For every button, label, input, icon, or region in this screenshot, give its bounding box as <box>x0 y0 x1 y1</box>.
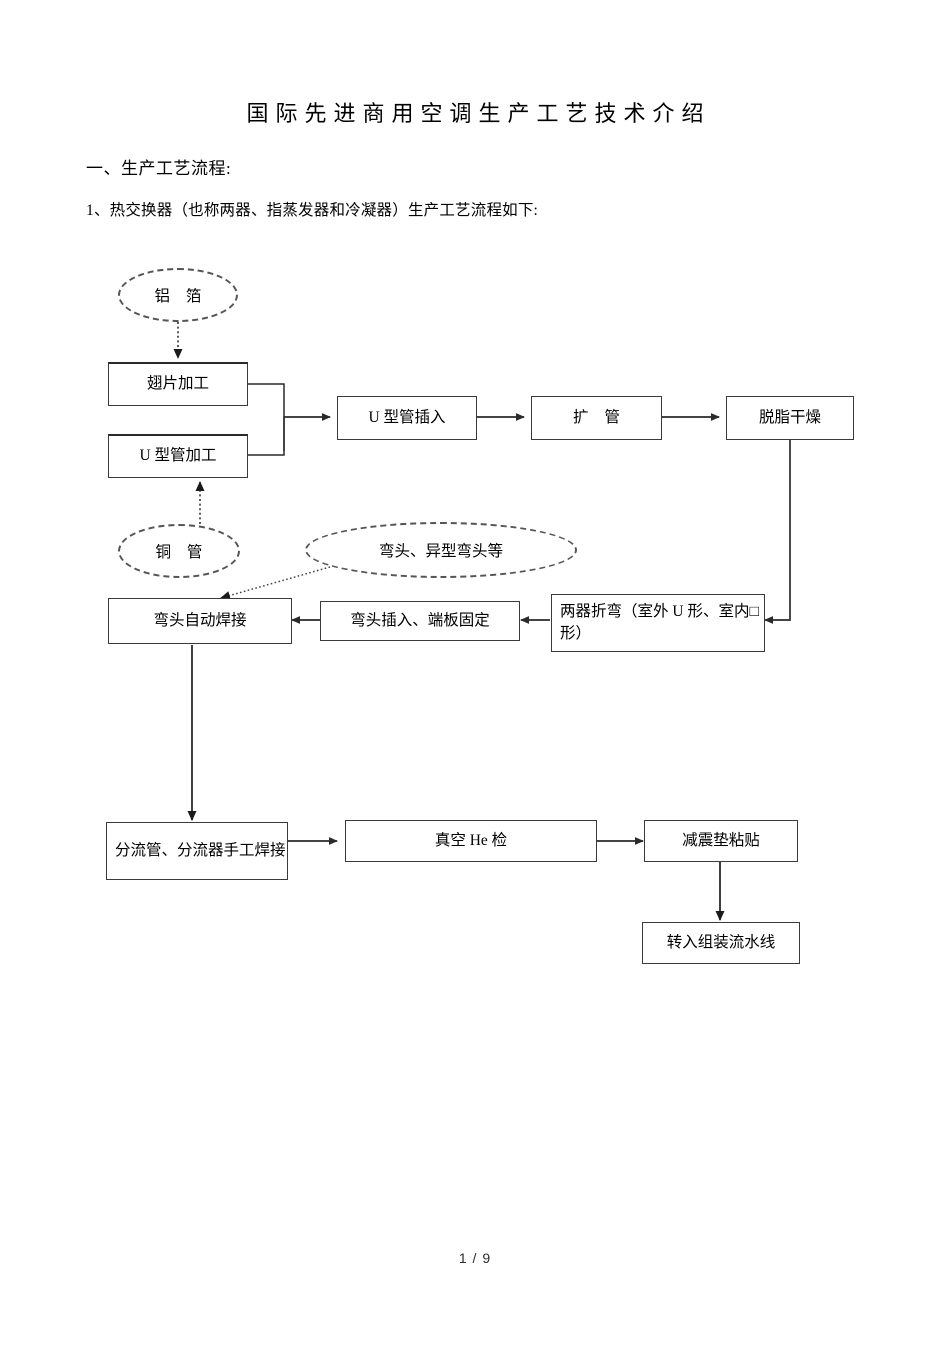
node-damping-pad[interactable]: 减震垫粘贴 <box>644 820 798 862</box>
section-heading: 一、生产工艺流程: <box>86 159 232 178</box>
node-two-device-bending-label: 两器折弯（室外 U 形、室内□形） <box>560 602 759 642</box>
node-fin-processing-label: 翅片加工 <box>146 375 209 393</box>
node-aluminum-foil[interactable]: 铝 箔 <box>118 268 238 322</box>
node-copper-tube-label: 铜 管 <box>155 544 209 561</box>
connector-merge-to-utube-insert <box>248 383 331 456</box>
node-two-device-bending[interactable]: 两器折弯（室外 U 形、室内□形） <box>551 594 765 652</box>
node-elbow-auto-welding-label: 弯头自动焊接 <box>153 611 247 629</box>
node-aluminum-foil-label: 铝 箔 <box>154 288 208 305</box>
page-title: 国际先进商用空调生产工艺技术介绍 <box>246 101 711 126</box>
subsection-heading: 1、热交换器（也称两器、指蒸发器和冷凝器）生产工艺流程如下: <box>86 202 539 219</box>
node-transfer-to-assembly-label: 转入组装流水线 <box>666 933 776 951</box>
node-transfer-to-assembly[interactable]: 转入组装流水线 <box>642 922 800 964</box>
node-manifold-hand-welding-label: 分流管、分流器手工焊接 <box>115 841 286 859</box>
node-vacuum-he-test[interactable]: 真空 He 检 <box>345 820 597 862</box>
connector-elbows-to-welding <box>220 566 331 600</box>
process-flowchart: 铝 箔 铜 管 弯头、异型弯头等 翅片加工 U 型管加工 U 型管插入 扩 管 … <box>106 268 854 964</box>
page-number-footer: 1 / 9 <box>458 1250 492 1266</box>
node-elbow-insert-endplate[interactable]: 弯头插入、端板固定 <box>320 601 520 641</box>
node-u-tube-insert-label: U 型管插入 <box>368 408 446 426</box>
node-u-tube-insert[interactable]: U 型管插入 <box>337 396 477 440</box>
connector-degrease-to-bending <box>764 440 791 624</box>
node-elbow-insert-endplate-label: 弯头插入、端板固定 <box>350 611 490 629</box>
node-u-tube-processing-label: U 型管加工 <box>139 447 217 465</box>
node-vacuum-he-test-label: 真空 He 检 <box>434 831 508 849</box>
node-elbows-label: 弯头、异型弯头等 <box>378 543 503 560</box>
node-degrease-drying[interactable]: 脱脂干燥 <box>726 396 854 440</box>
node-u-tube-processing[interactable]: U 型管加工 <box>108 434 248 478</box>
node-tube-expansion-label: 扩 管 <box>573 408 626 426</box>
node-elbow-auto-welding[interactable]: 弯头自动焊接 <box>108 598 292 644</box>
node-fin-processing[interactable]: 翅片加工 <box>108 362 248 406</box>
node-copper-tube[interactable]: 铜 管 <box>118 524 240 578</box>
node-degrease-drying-label: 脱脂干燥 <box>758 408 821 426</box>
node-tube-expansion[interactable]: 扩 管 <box>531 396 662 440</box>
node-elbows[interactable]: 弯头、异型弯头等 <box>305 522 577 578</box>
flowchart-connectors <box>173 322 791 921</box>
node-damping-pad-label: 减震垫粘贴 <box>682 831 760 849</box>
node-manifold-hand-welding[interactable]: 分流管、分流器手工焊接 <box>106 822 288 880</box>
